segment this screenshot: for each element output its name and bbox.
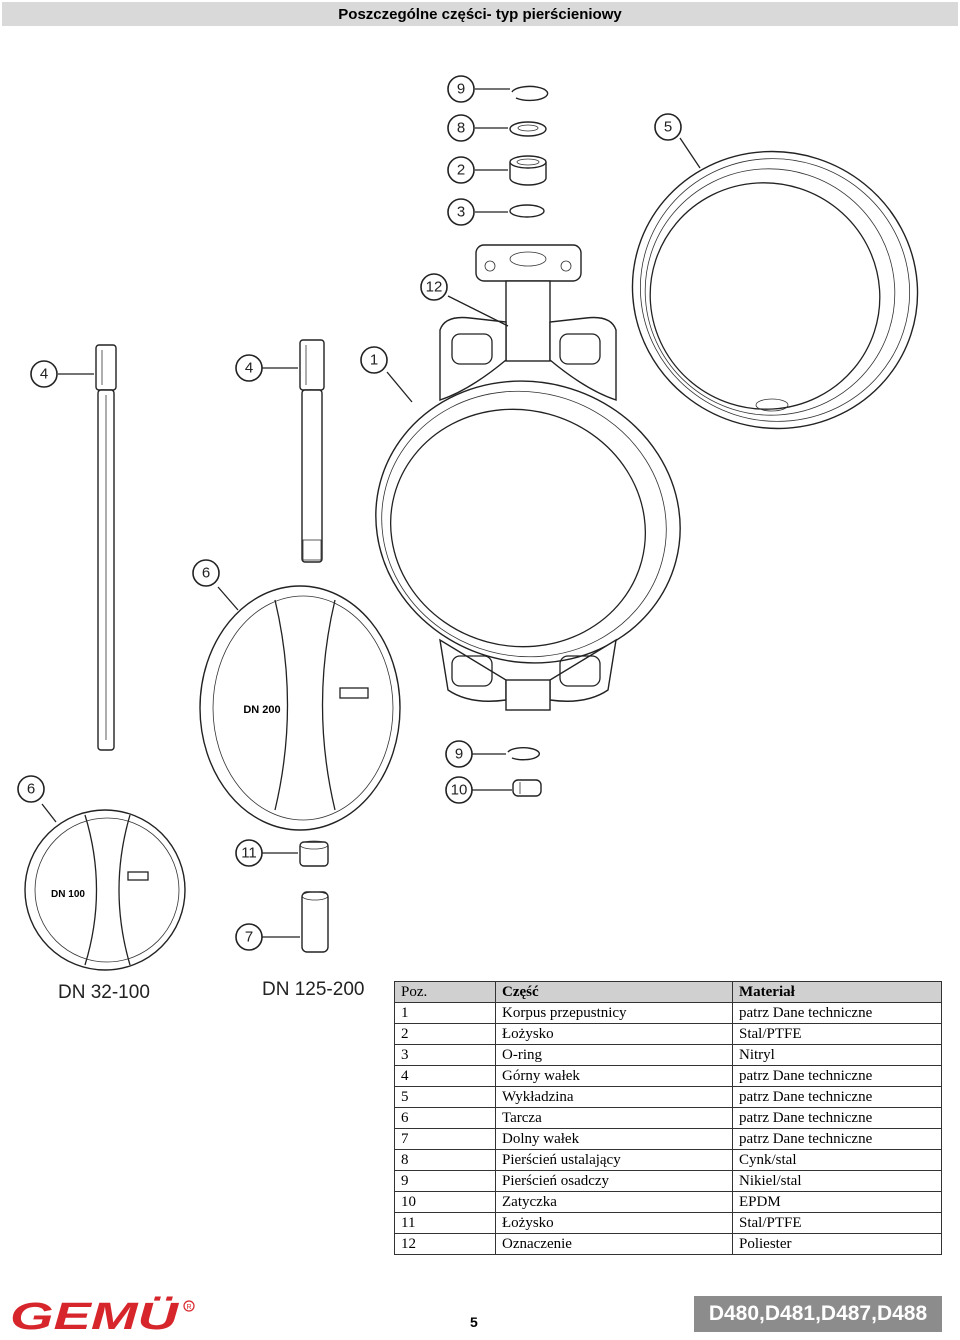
svg-text:10: 10 [451, 782, 468, 799]
logo-text: GEMÜ [10, 1296, 180, 1336]
callout-1: 1 [360, 346, 388, 374]
part-11-bearing [299, 840, 329, 867]
svg-text:11: 11 [241, 845, 257, 862]
callout-9-top: 9 [447, 75, 475, 103]
gemu-logo: GEMÜ R [10, 1296, 195, 1336]
header-material: Materiał [732, 981, 942, 1003]
part-6-disc-small: DN 100 [24, 809, 186, 971]
callout-3: 3 [447, 198, 475, 226]
callout-10: 10 [445, 776, 473, 804]
svg-text:9: 9 [455, 746, 463, 763]
svg-text:3: 3 [457, 204, 465, 221]
svg-text:5: 5 [664, 119, 672, 136]
size-label-large: DN 125-200 [262, 979, 365, 1000]
leader-lines [41, 88, 701, 938]
part-4-upper-shaft-short [299, 339, 325, 563]
callout-6-small: 6 [17, 775, 45, 803]
part-1-valve-body [375, 244, 681, 711]
part-10-plug [512, 779, 542, 797]
size-label-small: DN 32-100 [58, 982, 150, 1003]
svg-text:9: 9 [457, 81, 465, 98]
svg-text:4: 4 [40, 366, 48, 383]
callout-5: 5 [654, 113, 682, 141]
part-6-disc-large: DN 200 [199, 585, 401, 831]
part-3-o-ring [509, 204, 545, 218]
callout-12: 12 [420, 273, 448, 301]
page-header: Poszczególne części- typ pierścieniowy [2, 2, 958, 26]
callout-4-short: 4 [235, 354, 263, 382]
part-9-retaining-ring-top [511, 85, 549, 102]
part-2-bearing [509, 155, 547, 186]
svg-text:R: R [186, 1304, 191, 1311]
page-title: Poszczególne części- typ pierścieniowy [338, 5, 622, 23]
svg-text:7: 7 [245, 929, 253, 946]
part-8-ring [509, 121, 547, 137]
callout-4-long: 4 [30, 360, 58, 388]
callout-8: 8 [447, 114, 475, 142]
part-7-lower-shaft [301, 891, 329, 953]
part-9-retaining-ring-bottom [507, 747, 540, 761]
callout-2: 2 [447, 156, 475, 184]
header-part: Część [495, 981, 733, 1003]
callout-6-large: 6 [192, 559, 220, 587]
svg-text:6: 6 [27, 781, 35, 798]
svg-text:1: 1 [370, 352, 378, 369]
callout-9-bottom: 9 [445, 740, 473, 768]
callout-7: 7 [235, 923, 263, 951]
page-number: 5 [470, 1314, 478, 1330]
svg-text:12: 12 [426, 279, 443, 296]
model-numbers: D480,D481,D487,D488 [708, 1302, 928, 1325]
disc-small-label: DN 100 [51, 889, 85, 900]
disc-large-label: DN 200 [243, 704, 280, 716]
svg-text:8: 8 [457, 120, 465, 137]
svg-text:4: 4 [245, 360, 253, 377]
part-5-liner [631, 150, 919, 430]
svg-text:6: 6 [202, 565, 210, 582]
exploded-view-drawing: DN 200 DN 100 [17, 75, 919, 971]
header-pos: Poz. [394, 981, 496, 1003]
callout-11: 11 [235, 839, 263, 867]
parts-table-header: Poz. Część Materiał [394, 981, 942, 1003]
svg-text:2: 2 [457, 162, 465, 179]
model-numbers-box: D480,D481,D487,D488 [694, 1296, 942, 1332]
part-4-upper-shaft-long [95, 344, 117, 751]
